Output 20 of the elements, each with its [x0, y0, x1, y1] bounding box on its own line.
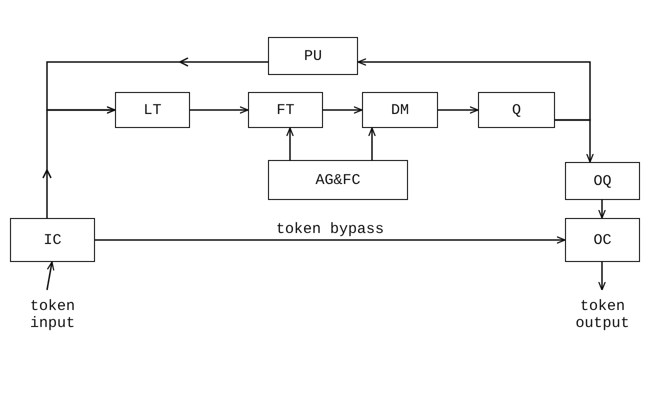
box-label: AG&FC — [315, 172, 360, 188]
process-box — [248, 92, 323, 128]
box-label: DM — [390, 102, 409, 118]
io-label: token output — [574, 298, 630, 332]
process-box — [268, 160, 408, 200]
box-label: LT — [143, 102, 162, 118]
process-box — [115, 92, 190, 128]
box-label: IC — [43, 232, 62, 248]
process-box — [10, 218, 95, 262]
box-label: Q — [512, 102, 521, 118]
box-label: PU — [304, 48, 322, 64]
io-label: token input — [28, 298, 76, 332]
process-box — [565, 162, 640, 200]
process-box — [268, 37, 358, 75]
process-box — [565, 218, 640, 262]
box-label: OC — [593, 232, 612, 248]
box-label: FT — [276, 102, 294, 118]
process-box — [362, 92, 438, 128]
process-box — [478, 92, 555, 128]
box-label: OQ — [593, 172, 612, 190]
